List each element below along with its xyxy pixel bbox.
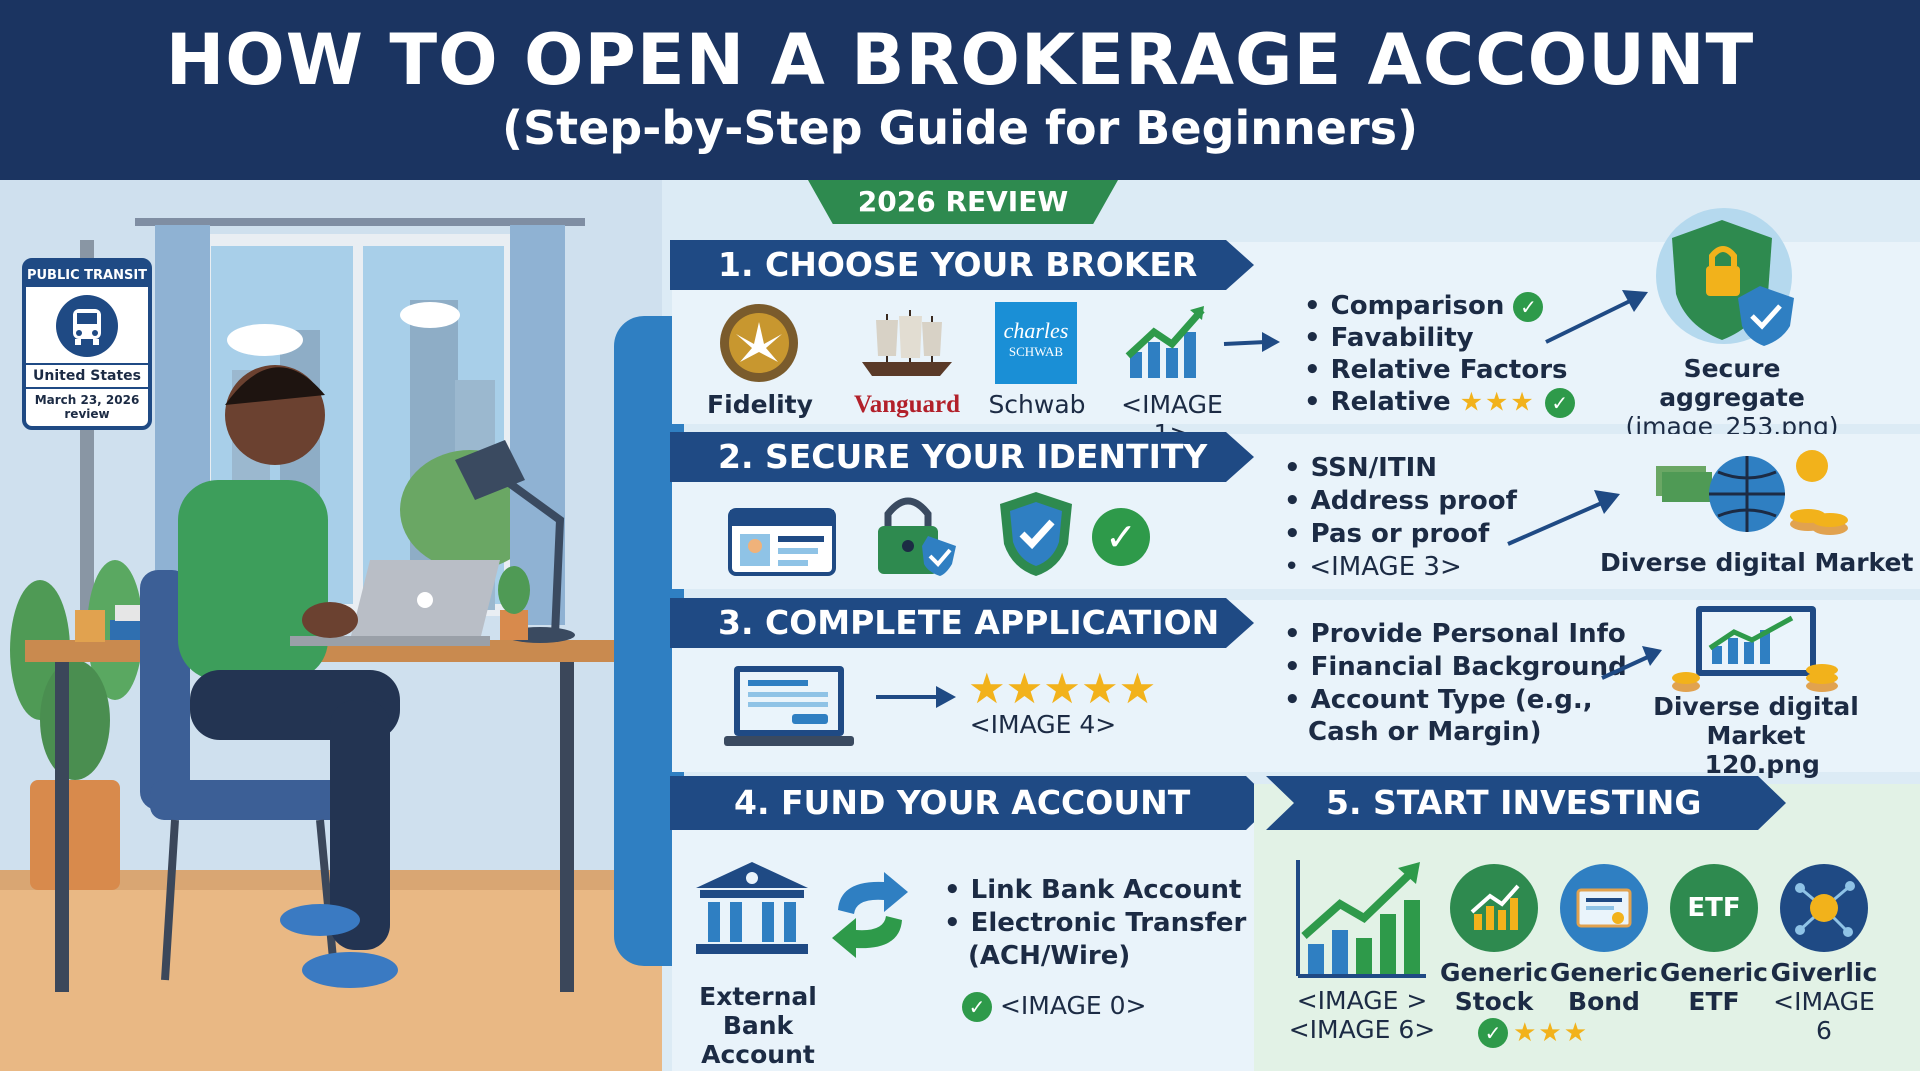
broker-name-vanguard: Vanguard (853, 391, 961, 418)
step2-title: 2. SECURE YOUR IDENTITY (670, 432, 1254, 482)
broker-name-fidelity: Fidelity (707, 390, 813, 419)
header-banner (0, 0, 1920, 180)
asset-rating-check: ✓ ★★★ (1478, 1018, 1589, 1048)
step3-side-caption: Diverse digital Market _120.png (1653, 692, 1859, 779)
step4-bullet-electronic-transfer: Electronic Transfer (944, 907, 1247, 939)
bus-icon (56, 295, 118, 357)
stock-chart-icon (1450, 864, 1538, 952)
schwab-logo-line1: charles (1003, 318, 1069, 343)
arrow-up-right-icon (1542, 286, 1652, 346)
public-transit-sign: PUBLIC TRANSIT United States March 23, 2… (22, 258, 152, 430)
bank-account-caption: External Bank Account (699, 982, 817, 1069)
check-icon: ✓ (1513, 291, 1544, 322)
home-office-illustration: PUBLIC TRANSIT United States March 23, 2… (0, 180, 662, 1071)
step2-side-caption: Diverse digital Market 25 (1600, 548, 1920, 577)
check-icon: ✓ (1544, 387, 1575, 418)
check-icon: ✓ (1478, 1018, 1508, 1048)
etf-icon-text: ETF (1687, 893, 1741, 923)
arrow-up-right-icon (1600, 642, 1664, 682)
asset-stock-caption: Generic Stock (1440, 958, 1548, 1016)
schwab-logo-line2: SCHWAB (1008, 344, 1064, 359)
step2-bullet-image3: <IMAGE 3> (1284, 551, 1461, 583)
shield-check-icon (996, 488, 1076, 578)
rating-stars-icon: ★★★ (1459, 387, 1536, 418)
bank-building-icon (692, 858, 812, 962)
step4-bullet-link-bank: Link Bank Account (944, 874, 1242, 906)
growth-chart-icon (1124, 302, 1210, 382)
transit-sign-review: review (64, 407, 110, 421)
vanguard-ship-icon (852, 306, 962, 380)
global-market-coins-icon (1652, 444, 1852, 544)
step3-bullet-account-type: Account Type (e.g., (1284, 684, 1593, 716)
schwab-logo-icon: charles SCHWAB (995, 302, 1077, 384)
bond-certificate-icon (1560, 864, 1648, 952)
step3-bullet-continuation: Cash or Margin) (1308, 717, 1542, 747)
review-badge-label: 2026 REVIEW (857, 185, 1069, 218)
step3-bullet-personal-info: Provide Personal Info (1284, 618, 1626, 650)
rating-stars-icon: ★★★★★ (968, 664, 1157, 713)
check-circle-icon: ✓ (1092, 508, 1150, 566)
step3-title: 3. COMPLETE APPLICATION (670, 598, 1254, 648)
transit-sign-date: March 23, 2026 (34, 393, 140, 407)
step2-bullet-address-proof: Address proof (1284, 485, 1517, 517)
page-title: HOW TO OPEN A BROKERAGE ACCOUNT (165, 19, 1755, 101)
step2-bullet-pas-proof: Pas or proof (1284, 518, 1490, 550)
review-badge: 2026 REVIEW (808, 180, 1118, 224)
step4-check-label: ✓ <IMAGE 0> (962, 990, 1146, 1022)
step5-chart-caption: <IMAGE > <IMAGE 6> (1288, 986, 1436, 1044)
security-shield-lock-icon (1654, 208, 1804, 348)
laptop-form-icon (722, 662, 856, 748)
step1-bullet-favability: Favability (1304, 322, 1474, 354)
network-dollar-icon (1780, 864, 1868, 952)
rating-stars-icon: ★★★ (1513, 1018, 1590, 1048)
monitor-chart-coins-icon (1672, 602, 1840, 698)
step4-bullet-continuation: (ACH/Wire) (968, 941, 1131, 971)
step1-bullet-relative: Relative ★★★ ✓ (1304, 386, 1575, 419)
fidelity-logo-icon (720, 304, 798, 382)
steps-panel: 2026 REVIEW 1. CHOOSE YOUR BROKER Fideli… (614, 180, 1920, 1071)
step1-title: 1. CHOOSE YOUR BROKER (670, 240, 1254, 290)
arrow-right-icon (874, 682, 958, 712)
asset-other-caption: Giverlic <IMAGE 6 (1770, 958, 1878, 1045)
step5-title: 5. START INVESTING (1266, 776, 1786, 830)
step3-image-label: <IMAGE 4> (969, 710, 1117, 739)
arrow-right-icon (1222, 328, 1282, 358)
transit-sign-country: United States (26, 363, 148, 389)
step1-bullet-relative-factors: Relative Factors (1304, 354, 1568, 386)
padlock-shield-icon (870, 492, 960, 578)
page-subtitle: (Step-by-Step Guide for Beginners) (501, 101, 1419, 155)
broker-name-schwab: Schwab (988, 390, 1086, 419)
asset-bond-caption: Generic Bond (1550, 958, 1658, 1016)
id-card-icon (728, 504, 836, 576)
arrow-up-right-icon (1504, 480, 1624, 550)
step3-bullet-financial-background: Financial Background (1284, 651, 1627, 683)
transfer-arrows-icon (828, 870, 912, 960)
step1-bullet-comparison: Comparison ✓ (1304, 290, 1544, 322)
home-office-scene (0, 180, 662, 1071)
transit-sign-label: PUBLIC TRANSIT (26, 262, 148, 287)
growth-chart-icon (1294, 856, 1430, 980)
etf-icon: ETF (1670, 864, 1758, 952)
step2-bullet-ssn: SSN/ITIN (1284, 452, 1437, 484)
check-icon: ✓ (962, 992, 992, 1022)
step1-side-caption: Secure aggregate (image_253.png) (1625, 354, 1839, 441)
step4-title: 4. FUND YOUR ACCOUNT (670, 776, 1274, 830)
asset-etf-caption: Generic ETF (1660, 958, 1768, 1016)
